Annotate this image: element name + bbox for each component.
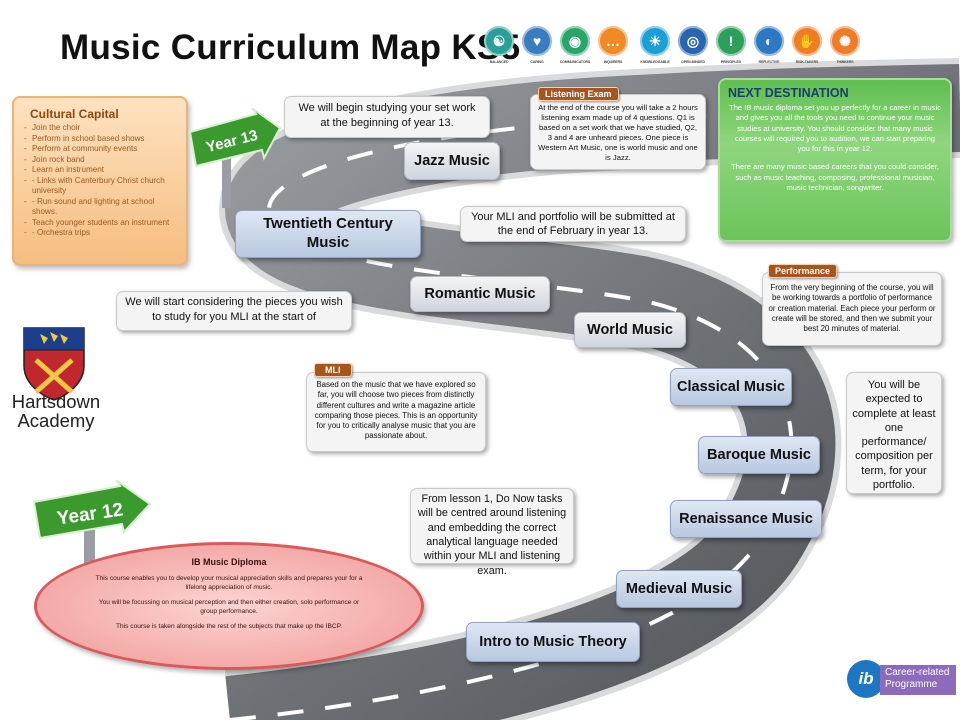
caring-icon: ♥ (522, 26, 552, 56)
year-13-signpost: Year 13 (188, 108, 282, 208)
stop-intro-to-music-theory: Intro to Music Theory (466, 622, 640, 662)
stop-romantic-music: Romantic Music (410, 276, 550, 312)
learner-profile-knowledgable: ☀ KNOWLEDGABLE (636, 26, 674, 64)
balanced-icon: ☯ (484, 26, 514, 56)
learner-profile-label: COMMUNICATORS (559, 60, 591, 64)
ib-logo-icon: ib (847, 660, 885, 698)
learner-profile-label: BALANCED (489, 60, 509, 64)
ib-diploma-paragraph-3: This course is taken alongside the rest … (115, 623, 343, 631)
year-12-signpost: Year 12 (32, 480, 152, 564)
inquirers-icon: … (598, 26, 628, 56)
knowledgable-icon: ☀ (640, 26, 670, 56)
learner-profile-reflective: ◐ REFLECTIVE (750, 26, 788, 64)
learner-profile-label: REFLECTIVE (758, 60, 780, 64)
cultural-capital-heading: Cultural Capital (30, 107, 119, 121)
performance-text: From the very beginning of the course, y… (768, 283, 936, 334)
lesson-one-box: From lesson 1, Do Now tasks will be cent… (410, 488, 574, 577)
next-destination-paragraph-1: The IB music diploma set you up perfectl… (729, 103, 941, 153)
communicators-icon: ◉ (560, 26, 590, 56)
ib-diploma-paragraph-2: You will be focussing on musical percept… (98, 599, 360, 615)
learner-profile-label: PRINCIPLED (720, 60, 742, 64)
ib-diploma-paragraph-1: This course enables you to develop your … (95, 575, 363, 591)
ib-music-diploma-panel: IB Music Diploma This course enables you… (34, 542, 424, 670)
mli-portfolio-box: Your MLI and portfolio will be submitted… (460, 206, 686, 242)
learner-profile-open-minded: ◎ OPEN-MINDED (674, 26, 712, 64)
learner-profile-label: INQUIRERS (603, 60, 623, 64)
ib-diploma-heading: IB Music Diploma (191, 557, 267, 567)
next-destination-panel: NEXT DESTINATION The IB music diploma se… (718, 78, 952, 242)
learner-profile-balanced: ☯ BALANCED (480, 26, 518, 64)
list-item: Learn an instrument (22, 165, 178, 176)
learner-profile-risk-takers: ✋ RISK-TAKERS (788, 26, 826, 64)
risk-takers-icon: ✋ (792, 26, 822, 56)
learner-profile-inquirers: … INQUIRERS (594, 26, 632, 64)
learner-profile-label: OPEN-MINDED (681, 60, 705, 64)
performance-box: From the very beginning of the course, y… (762, 272, 942, 346)
stop-classical-music: Classical Music (670, 368, 792, 406)
mli-start-box: We will start considering the pieces you… (116, 291, 352, 331)
ib-programme-label: Career-related Programme (880, 665, 956, 695)
reflective-icon: ◐ (754, 26, 784, 56)
list-item: Teach younger students an instrument (22, 218, 178, 229)
list-item: Perform in school based shows (22, 134, 178, 145)
principled-icon: ! (716, 26, 746, 56)
learner-profile-communicators: ◉ COMMUNICATORS (556, 26, 594, 64)
next-destination-paragraph-2: There are many music based careers that … (731, 162, 939, 192)
cultural-capital-panel: Cultural Capital Join the choir Perform … (12, 96, 188, 266)
school-crest-logo (23, 327, 85, 401)
page-title: Music Curriculum Map KS5 (60, 28, 521, 67)
learner-profile-icons: ☯ BALANCED ♥ CARING ◉ COMMUNICATORS … IN… (480, 26, 870, 76)
learner-profile-label: RISK-TAKERS (795, 60, 819, 64)
learner-profile-principled: ! PRINCIPLED (712, 26, 750, 64)
stop-world-music: World Music (574, 312, 686, 348)
learner-profile-thinkers: ✺ THINKERS (826, 26, 864, 64)
cultural-capital-list: Join the choir Perform in school based s… (22, 123, 178, 239)
mli-tag: MLI (314, 363, 352, 377)
list-item: - Run sound and lighting at school shows… (22, 197, 178, 218)
list-item: Join the choir (22, 123, 178, 134)
list-item: - Orchestra trips (22, 228, 178, 239)
open-minded-icon: ◎ (678, 26, 708, 56)
learner-profile-caring: ♥ CARING (518, 26, 556, 64)
next-destination-heading: NEXT DESTINATION (728, 86, 849, 100)
stop-twentieth-century-music: Twentieth Century Music (235, 210, 421, 258)
school-name: Hartsdown Academy (6, 392, 106, 431)
stop-renaissance-music: Renaissance Music (670, 500, 822, 538)
school-name-line-2: Academy (17, 410, 95, 432)
learner-profile-label: CARING (530, 60, 544, 64)
mli-box: Based on the music that we have explored… (306, 372, 486, 452)
mli-text: Based on the music that we have explored… (314, 380, 478, 441)
list-item: - Links with Canterbury Christ church un… (22, 176, 178, 197)
performance-tag: Performance (768, 264, 838, 278)
thinkers-icon: ✺ (830, 26, 860, 56)
list-item: Join rock band (22, 155, 178, 166)
list-item: Perform at community events (22, 144, 178, 155)
learner-profile-label: THINKERS (836, 60, 854, 64)
performance-term-box: You will be expected to complete at leas… (846, 372, 942, 494)
listening-exam-tag: Listening Exam (538, 87, 619, 101)
school-name-line-1: Hartsdown (11, 391, 101, 412)
listening-exam-text: At the end of the course you will take a… (538, 103, 698, 162)
stop-baroque-music: Baroque Music (698, 436, 820, 474)
stop-medieval-music: Medieval Music (616, 570, 742, 608)
set-work-box: We will begin studying your set work at … (284, 96, 490, 138)
learner-profile-label: KNOWLEDGABLE (640, 60, 670, 64)
stop-jazz-music: Jazz Music (404, 142, 500, 180)
listening-exam-box: At the end of the course you will take a… (530, 94, 706, 170)
